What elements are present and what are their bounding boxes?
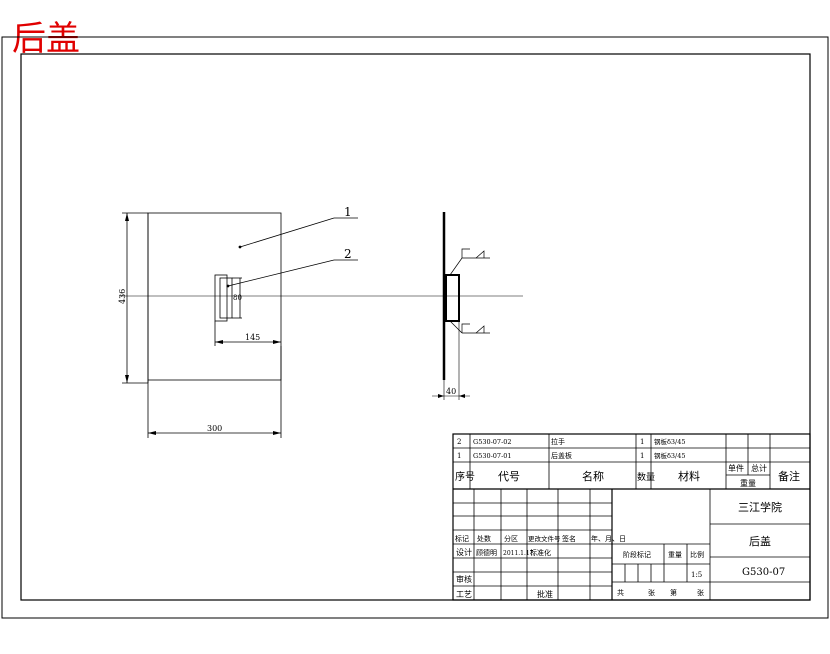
page-label: 第	[670, 588, 677, 597]
title-block-right: 三江学院 后盖 G530-07 阶段标记 重量 比例 1:5 共 张 第 张	[617, 500, 785, 597]
side-handle	[445, 274, 460, 322]
scale-label: 比例	[690, 550, 704, 559]
dim-height-text: 436	[118, 289, 127, 304]
header-remark: 备注	[778, 469, 800, 483]
total-label: 共	[617, 588, 624, 597]
header-num: 序号	[455, 470, 475, 483]
header-total-weight: 总计	[751, 463, 767, 473]
school-name: 三江学院	[738, 500, 782, 514]
sheets-label-1: 张	[648, 588, 655, 597]
part-row-2-qty: 1	[640, 438, 644, 446]
approve-label: 批准	[537, 589, 553, 599]
parts-list: 2 G530-07-02 拉手 1 钢板δ3/45 1 G530-07-01 后…	[455, 437, 800, 488]
header-material: 材料	[678, 469, 700, 483]
standardize-label: 标准化	[530, 548, 551, 557]
part-row-2-code: G530-07-02	[473, 438, 512, 446]
header-single-weight: 单件	[728, 463, 744, 473]
part-row-2-name: 拉手	[551, 437, 565, 446]
part-row-1-code: G530-07-01	[473, 452, 512, 460]
inner-frame	[20, 53, 811, 601]
handle-outline	[214, 274, 228, 322]
dim-offset-text: 145	[245, 333, 260, 342]
rev-header-signature: 签名	[562, 534, 576, 543]
part-row-1-material: 钢板δ3/45	[654, 451, 686, 460]
header-qty: 数量	[637, 471, 655, 483]
designer-name: 顾德明	[476, 548, 497, 557]
design-label: 设计	[456, 547, 472, 557]
header-code: 代号	[498, 470, 520, 483]
leader-label-2: 2	[344, 247, 352, 261]
leader-1	[239, 217, 335, 248]
part-name: 后盖	[749, 534, 771, 548]
back-cover-plate	[147, 212, 282, 381]
weight-label: 重量	[668, 551, 682, 559]
rev-header-change-doc: 更改文件号	[528, 534, 561, 543]
stage-mark-label: 阶段标记	[623, 550, 651, 559]
rev-header-date: 年、月、日	[591, 534, 626, 543]
dim-width-text: 300	[207, 424, 222, 433]
part-row-1-name: 后盖板	[551, 451, 572, 460]
dim-thickness-text: 40	[446, 387, 456, 396]
part-row-1-qty: 1	[640, 452, 644, 460]
part-row-2-num: 2	[457, 438, 461, 446]
front-view	[120, 212, 523, 438]
sheets-label-2: 张	[697, 588, 704, 597]
dim-small-text: 80	[233, 294, 242, 302]
part-row-1-num: 1	[457, 452, 461, 460]
review-label: 审核	[456, 574, 472, 584]
leader-label-1: 1	[344, 205, 352, 219]
leader-2	[227, 259, 335, 287]
scale-value: 1:5	[691, 571, 702, 579]
rev-header-zone: 分区	[504, 534, 518, 543]
rev-header-count: 处数	[477, 534, 491, 543]
outer-frame	[1, 36, 829, 619]
revision-block: 标记 处数 分区 更改文件号 签名 年、月、日 设计 顾德明 2011.1.17…	[455, 534, 626, 599]
rev-header-mark: 标记	[455, 534, 469, 543]
title-block-lines	[452, 433, 811, 601]
side-view	[432, 212, 490, 400]
handle-inner	[219, 277, 233, 319]
header-weight: 重量	[740, 478, 756, 488]
design-date: 2011.1.17	[503, 550, 534, 557]
process-label: 工艺	[456, 590, 472, 599]
part-row-2-material: 钢板δ3/45	[654, 437, 686, 446]
header-name: 名称	[582, 469, 604, 483]
drawing-number: G530-07	[742, 567, 785, 578]
drawing-title: 后盖	[12, 19, 80, 59]
